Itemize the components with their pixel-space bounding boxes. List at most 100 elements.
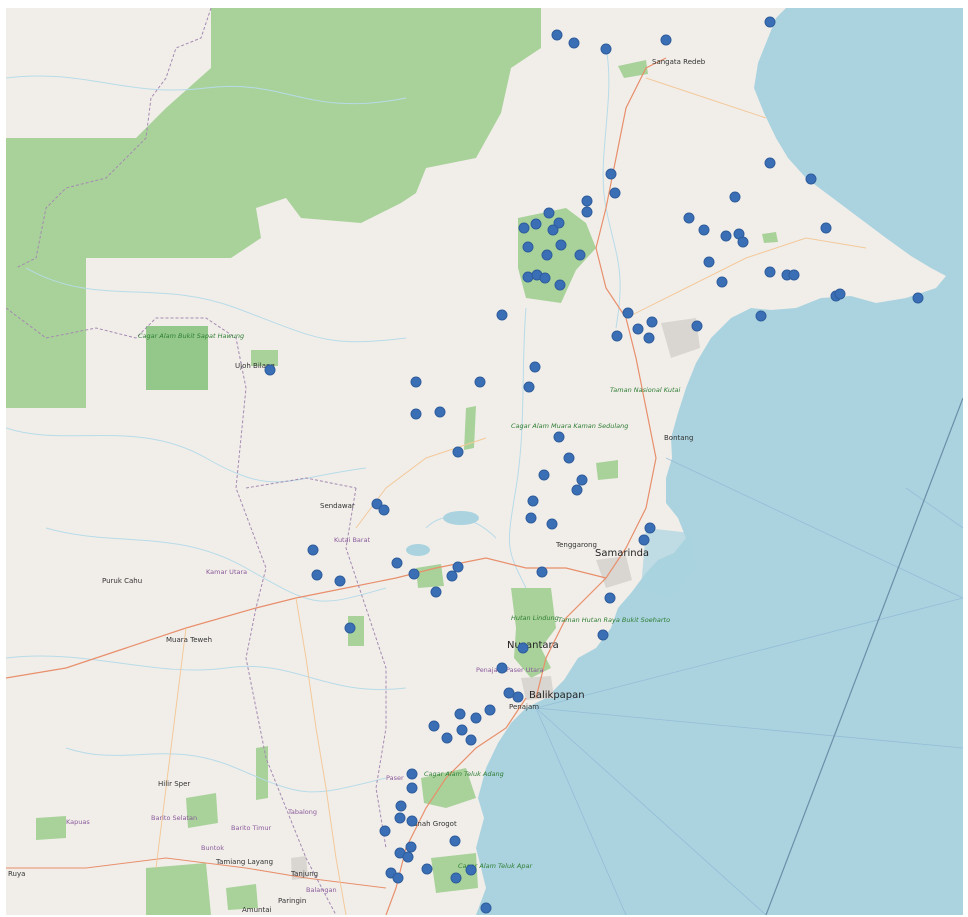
map-marker[interactable]: [406, 815, 418, 827]
map-marker[interactable]: [311, 569, 323, 581]
map-marker[interactable]: [643, 332, 655, 344]
map-marker[interactable]: [576, 474, 588, 486]
map-marker[interactable]: [703, 256, 715, 268]
map-marker[interactable]: [543, 207, 555, 219]
map-marker[interactable]: [379, 825, 391, 837]
map-marker[interactable]: [517, 642, 529, 654]
map-marker[interactable]: [405, 841, 417, 853]
map-marker[interactable]: [646, 316, 658, 328]
map-marker[interactable]: [522, 241, 534, 253]
map-marker[interactable]: [402, 851, 414, 863]
map-marker[interactable]: [395, 800, 407, 812]
map-marker[interactable]: [470, 712, 482, 724]
map-marker[interactable]: [729, 191, 741, 203]
map-marker[interactable]: [716, 276, 728, 288]
map-marker[interactable]: [392, 872, 404, 884]
map-marker[interactable]: [834, 288, 846, 300]
map-marker[interactable]: [480, 902, 492, 914]
map-marker[interactable]: [737, 236, 749, 248]
map-marker[interactable]: [551, 29, 563, 41]
map-marker[interactable]: [553, 217, 565, 229]
map-marker[interactable]: [638, 534, 650, 546]
map-marker[interactable]: [764, 16, 776, 28]
map-marker[interactable]: [581, 206, 593, 218]
map-marker[interactable]: [530, 218, 542, 230]
map-marker[interactable]: [536, 566, 548, 578]
map-marker[interactable]: [698, 224, 710, 236]
map-marker[interactable]: [450, 872, 462, 884]
map-marker[interactable]: [547, 224, 559, 236]
map-marker[interactable]: [518, 222, 530, 234]
map-marker[interactable]: [546, 518, 558, 530]
map-marker[interactable]: [394, 812, 406, 824]
map-marker[interactable]: [568, 37, 580, 49]
map-marker[interactable]: [406, 768, 418, 780]
map-marker[interactable]: [522, 271, 534, 283]
map-marker[interactable]: [496, 309, 508, 321]
map-marker[interactable]: [644, 522, 656, 534]
map-marker[interactable]: [581, 195, 593, 207]
map-marker[interactable]: [805, 173, 817, 185]
map-marker[interactable]: [410, 376, 422, 388]
map-marker[interactable]: [264, 364, 276, 376]
map-marker[interactable]: [334, 575, 346, 587]
map-marker[interactable]: [622, 307, 634, 319]
map-marker[interactable]: [430, 586, 442, 598]
map-marker[interactable]: [660, 34, 672, 46]
map-marker[interactable]: [571, 484, 583, 496]
map-marker[interactable]: [371, 498, 383, 510]
map-marker[interactable]: [574, 249, 586, 261]
map-marker[interactable]: [421, 863, 433, 875]
map-marker[interactable]: [605, 168, 617, 180]
map-marker[interactable]: [764, 266, 776, 278]
map-marker[interactable]: [441, 732, 453, 744]
map-marker[interactable]: [554, 279, 566, 291]
map-marker[interactable]: [529, 361, 541, 373]
map-view[interactable]: Sangata Redeb Ujoh Bilang Cagar Alam Buk…: [6, 8, 963, 915]
map-marker[interactable]: [474, 376, 486, 388]
map-marker[interactable]: [523, 381, 535, 393]
map-marker[interactable]: [454, 708, 466, 720]
map-marker[interactable]: [611, 330, 623, 342]
map-marker[interactable]: [600, 43, 612, 55]
map-marker[interactable]: [452, 446, 464, 458]
map-marker[interactable]: [465, 864, 477, 876]
map-marker[interactable]: [512, 691, 524, 703]
map-marker[interactable]: [503, 687, 515, 699]
map-marker[interactable]: [525, 512, 537, 524]
map-marker[interactable]: [764, 157, 776, 169]
map-marker[interactable]: [378, 504, 390, 516]
map-marker[interactable]: [538, 469, 550, 481]
map-marker[interactable]: [456, 724, 468, 736]
map-marker[interactable]: [632, 323, 644, 335]
map-marker[interactable]: [720, 230, 732, 242]
map-marker[interactable]: [406, 782, 418, 794]
map-marker[interactable]: [391, 557, 403, 569]
map-marker[interactable]: [609, 187, 621, 199]
map-marker[interactable]: [410, 408, 422, 420]
map-marker[interactable]: [555, 239, 567, 251]
map-marker[interactable]: [691, 320, 703, 332]
map-marker[interactable]: [788, 269, 800, 281]
map-marker[interactable]: [597, 629, 609, 641]
map-marker[interactable]: [539, 272, 551, 284]
map-canvas[interactable]: Sangata Redeb Ujoh Bilang Cagar Alam Buk…: [6, 8, 963, 915]
map-marker[interactable]: [755, 310, 767, 322]
map-marker[interactable]: [820, 222, 832, 234]
map-marker[interactable]: [446, 570, 458, 582]
map-marker[interactable]: [307, 544, 319, 556]
map-marker[interactable]: [912, 292, 924, 304]
map-marker[interactable]: [428, 720, 440, 732]
map-marker[interactable]: [434, 406, 446, 418]
map-marker[interactable]: [604, 592, 616, 604]
map-marker[interactable]: [449, 835, 461, 847]
map-marker[interactable]: [683, 212, 695, 224]
map-marker[interactable]: [408, 568, 420, 580]
map-marker[interactable]: [465, 734, 477, 746]
map-marker[interactable]: [527, 495, 539, 507]
map-marker[interactable]: [484, 704, 496, 716]
map-marker[interactable]: [541, 249, 553, 261]
map-marker[interactable]: [563, 452, 575, 464]
map-marker[interactable]: [344, 622, 356, 634]
map-marker[interactable]: [452, 561, 464, 573]
